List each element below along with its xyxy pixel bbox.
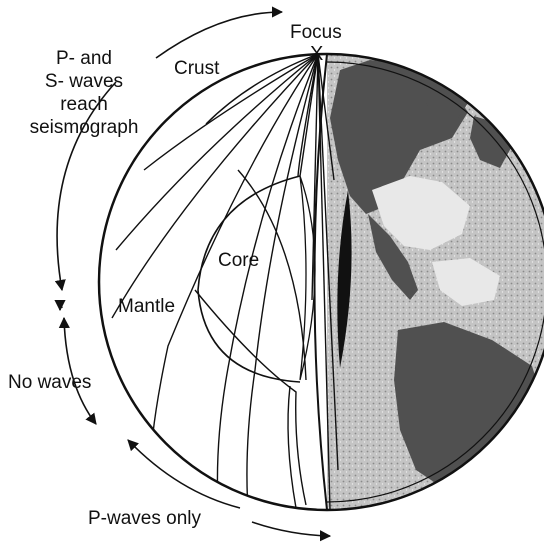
focus-label: Focus	[290, 22, 342, 43]
wave-path	[238, 170, 306, 380]
arc-p-and-s-upper	[156, 12, 282, 58]
focus-mark: X	[310, 43, 323, 65]
wave-path	[288, 386, 296, 508]
wave-paths	[112, 54, 338, 510]
crust-label: Crust	[174, 58, 220, 79]
p-and-s-label-line4: seismograph	[30, 117, 139, 138]
wave-path	[112, 54, 318, 318]
earth-surface	[327, 54, 544, 510]
mantle-label: Mantle	[118, 296, 175, 317]
p-and-s-label-line3: reach	[60, 94, 108, 115]
p-and-s-label-line2: S- waves	[45, 71, 123, 92]
arc-p-waves-upper	[128, 440, 240, 508]
core-label: Core	[218, 250, 259, 271]
no-waves-label: No waves	[8, 372, 91, 393]
p-waves-only-label: P-waves only	[88, 508, 201, 529]
arc-p-waves-lower	[252, 522, 330, 536]
arc-no-waves	[64, 318, 96, 424]
arc-no-waves-upper	[60, 304, 62, 310]
p-and-s-label-line1: P- and	[56, 48, 112, 69]
